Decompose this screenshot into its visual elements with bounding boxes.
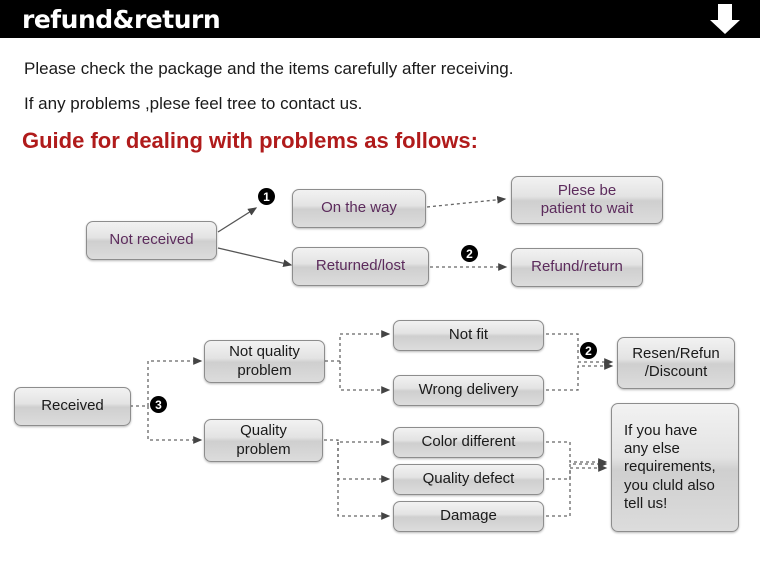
node-received[interactable]: Received <box>14 387 131 426</box>
node-label: Not received <box>109 231 194 249</box>
node-on-the-way[interactable]: On the way <box>292 189 426 228</box>
node-label: Returned/lost <box>315 257 406 275</box>
bullet-label: 2 <box>466 246 473 261</box>
node-not-quality-problem[interactable]: Not quality problem <box>204 340 325 383</box>
node-not-received[interactable]: Not received <box>86 221 217 260</box>
bullet-label: 3 <box>155 397 162 412</box>
bullet-label: 2 <box>585 343 592 358</box>
bullet-2-top: 2 <box>461 245 478 262</box>
node-label: Resen/Refun /Discount <box>632 344 720 380</box>
node-issue-damage[interactable]: Damage <box>393 501 544 532</box>
node-label: Damage <box>440 507 497 525</box>
node-result-resend[interactable]: Resen/Refun /Discount <box>617 337 735 389</box>
node-result-other-requirements[interactable]: If you have any else requirements, you c… <box>611 403 739 532</box>
node-label: Not fit <box>448 326 489 344</box>
bullet-1: 1 <box>258 188 275 205</box>
intro-line-2: If any problems ,plese feel tree to cont… <box>24 94 363 113</box>
node-issue-color-different[interactable]: Color different <box>393 427 544 458</box>
node-label: Not quality problem <box>229 343 300 379</box>
node-patient-wait[interactable]: Plese be patient to wait <box>511 176 663 224</box>
header-bar <box>0 0 760 38</box>
down-arrow-icon <box>710 4 740 34</box>
node-quality-problem[interactable]: Quality problem <box>204 419 323 462</box>
node-label: Refund/return <box>531 258 623 276</box>
node-issue-not-fit[interactable]: Not fit <box>393 320 544 351</box>
node-issue-wrong-delivery[interactable]: Wrong delivery <box>393 375 544 406</box>
node-issue-quality-defect[interactable]: Quality defect <box>393 464 544 495</box>
node-label: Quality problem <box>236 422 291 458</box>
node-label: Plese be patient to wait <box>540 181 634 217</box>
intro-line-1: Please check the package and the items c… <box>24 59 514 78</box>
guide-heading: Guide for dealing with problems as follo… <box>22 128 478 153</box>
node-label: On the way <box>321 199 397 217</box>
node-returned-lost[interactable]: Returned/lost <box>292 247 429 286</box>
node-label: Color different <box>421 433 516 451</box>
node-label: Received <box>41 397 104 415</box>
bullet-2-bottom: 2 <box>580 342 597 359</box>
page-title: refund&return <box>22 5 221 34</box>
node-label: Quality defect <box>422 470 515 488</box>
node-label: If you have any else requirements, you c… <box>624 421 716 512</box>
bullet-3: 3 <box>150 396 167 413</box>
node-label: Wrong delivery <box>418 381 519 399</box>
node-refund-return[interactable]: Refund/return <box>511 248 643 287</box>
bullet-label: 1 <box>263 189 270 204</box>
